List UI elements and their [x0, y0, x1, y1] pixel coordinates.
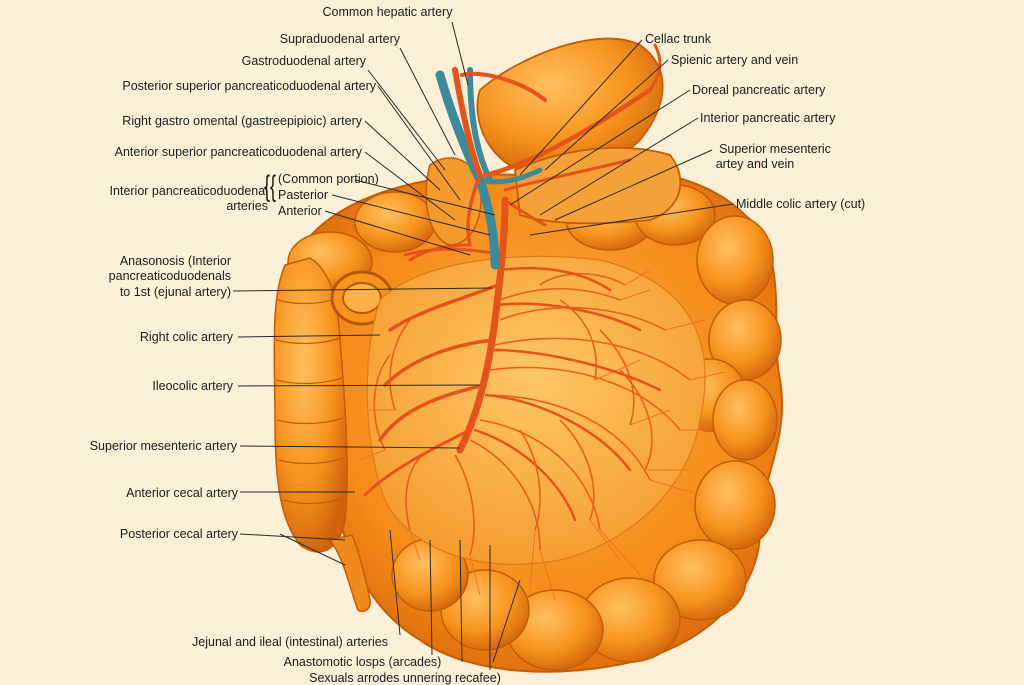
portal-vein: [435, 67, 543, 270]
label-superior-mesenteric-av-2: artey and vein: [715, 157, 795, 171]
label-gastroduodenal-artery: Gastroduodenal artery: [241, 54, 366, 68]
label-superior-mesenteric-av-1: Superior mesenteric: [719, 142, 831, 156]
celiac-arteries: [408, 43, 662, 262]
label-anterior-superior-pd-artery: Anterior superior pancreaticoduodenal ar…: [114, 145, 362, 159]
label-common-portion: (Common portion): [278, 172, 379, 186]
label-dorsal-pancreatic-artery: Doreal pancreatic artery: [692, 83, 826, 97]
arcade-vessels: [373, 272, 691, 556]
label-anterior-cecal-artery: Anterior cecal artery: [126, 486, 238, 500]
label-sexuals-arrodes: Sexuals arrodes unnering recafee): [309, 671, 501, 685]
label-middle-colic-artery: Middle colic artery (cut): [736, 197, 866, 211]
brace-left: {: [264, 170, 271, 203]
label-jejunal-ileal-arteries: Jejunal and ileal (intestinal) arteries: [192, 635, 388, 649]
label-posterior: Pasterior: [278, 188, 329, 202]
label-anasonosis-1: Anasonosis (Interior: [119, 254, 231, 268]
label-anastomotic-loops: Anastomotic losps (arcades): [283, 655, 442, 669]
label-interior-pd-arteries-1: Interior pancreaticoduodenal: [109, 184, 268, 198]
label-interior-pd-arteries-2: arteries: [226, 199, 268, 213]
label-posterior-cecal-artery: Posterior cecal artery: [119, 527, 238, 541]
label-interior-pancreatic-artery: Interior pancreatic artery: [700, 111, 836, 125]
label-ileocolic-artery: Ileocolic artery: [152, 379, 233, 393]
label-right-colic-artery: Right colic artery: [139, 330, 233, 344]
label-anasonosis-2: pancreaticoduodenals: [108, 269, 231, 283]
label-supraduodenal-artery: Supraduodenal artery: [279, 32, 400, 46]
brace-inner: {: [270, 170, 277, 203]
label-anterior: Anterior: [278, 204, 322, 218]
label-anasonosis-3: to 1st (ejunal artery): [119, 285, 231, 299]
label-superior-mesenteric-artery: Superior mesenteric artery: [89, 439, 237, 453]
label-splenic-artery-vein: Spienic artery and vein: [671, 53, 799, 67]
label-posterior-superior-pd-artery: Posterior superior pancreaticoduodenal a…: [122, 79, 376, 93]
label-common-hepatic-artery: Common hepatic artery: [322, 5, 453, 19]
vasa-recta: [359, 269, 726, 601]
label-right-gastro-omental-artery: Right gastro omental (gastreepipioic) ar…: [122, 114, 362, 128]
label-celiac-trunk: Cellac trunk: [645, 32, 711, 46]
